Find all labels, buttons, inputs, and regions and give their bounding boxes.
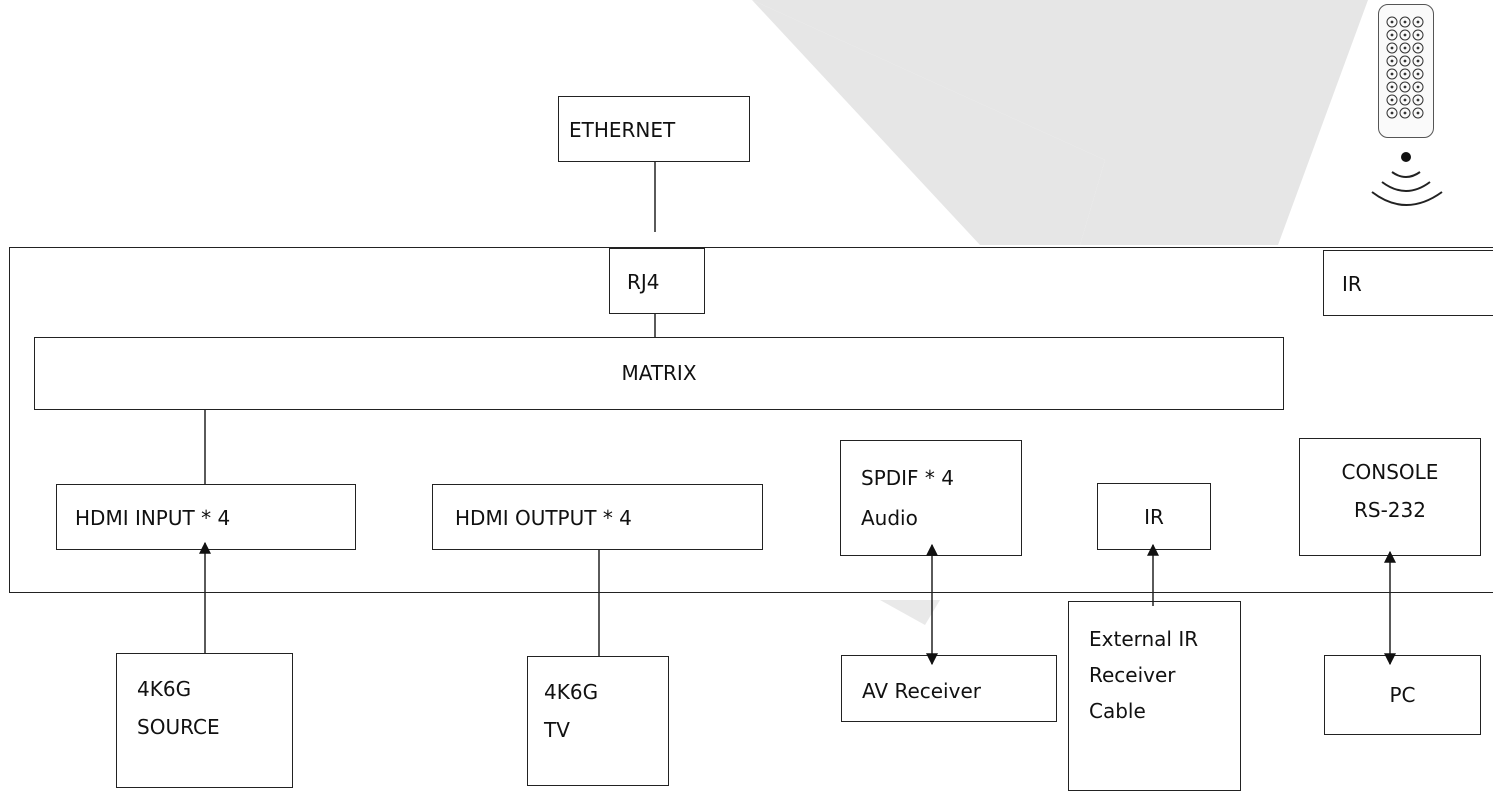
spdif-box: SPDIF * 4 Audio	[840, 440, 1022, 556]
rj4-label: RJ4	[627, 270, 660, 294]
ext-ir-line2: Receiver	[1089, 663, 1176, 687]
source-line2: SOURCE	[137, 715, 220, 739]
tv-line2: TV	[544, 718, 570, 742]
ethernet-box: ETHERNET	[558, 96, 750, 162]
av-receiver-box: AV Receiver	[841, 655, 1057, 722]
matrix-label: MATRIX	[621, 361, 697, 385]
spdif-line1: SPDIF * 4	[861, 466, 954, 490]
source-line1: 4K6G	[137, 677, 192, 701]
console-line1: CONSOLE	[1341, 460, 1439, 484]
source-box: 4K6G SOURCE	[116, 653, 293, 788]
ext-ir-line3: Cable	[1089, 699, 1146, 723]
hdmi-input-label: HDMI INPUT * 4	[75, 506, 231, 530]
hdmi-input-box: HDMI INPUT * 4	[56, 484, 356, 550]
tv-line1: 4K6G	[544, 680, 599, 704]
connector-lines	[199, 162, 1396, 666]
ext-ir-box: External IR Receiver Cable	[1068, 601, 1241, 791]
ir-signal-icon	[1371, 152, 1443, 206]
ethernet-label: ETHERNET	[569, 118, 676, 142]
rj4-box: RJ4	[609, 248, 705, 314]
tv-box: 4K6G TV	[527, 656, 669, 786]
ir-port-label: IR	[1144, 505, 1164, 529]
pc-label: PC	[1389, 683, 1416, 707]
hdmi-output-box: HDMI OUTPUT * 4	[432, 484, 763, 550]
av-receiver-label: AV Receiver	[862, 679, 981, 703]
hdmi-output-label: HDMI OUTPUT * 4	[455, 506, 632, 530]
matrix-box: MATRIX	[34, 337, 1284, 410]
spdif-line2: Audio	[861, 506, 918, 530]
ext-ir-line1: External IR	[1089, 627, 1199, 651]
remote-control-icon	[1378, 4, 1434, 138]
watermark-shape	[752, 0, 1368, 625]
ir-top-box: IR	[1323, 250, 1493, 316]
ir-top-label: IR	[1342, 272, 1362, 296]
pc-box: PC	[1324, 655, 1481, 735]
console-line2: RS-232	[1354, 498, 1426, 522]
